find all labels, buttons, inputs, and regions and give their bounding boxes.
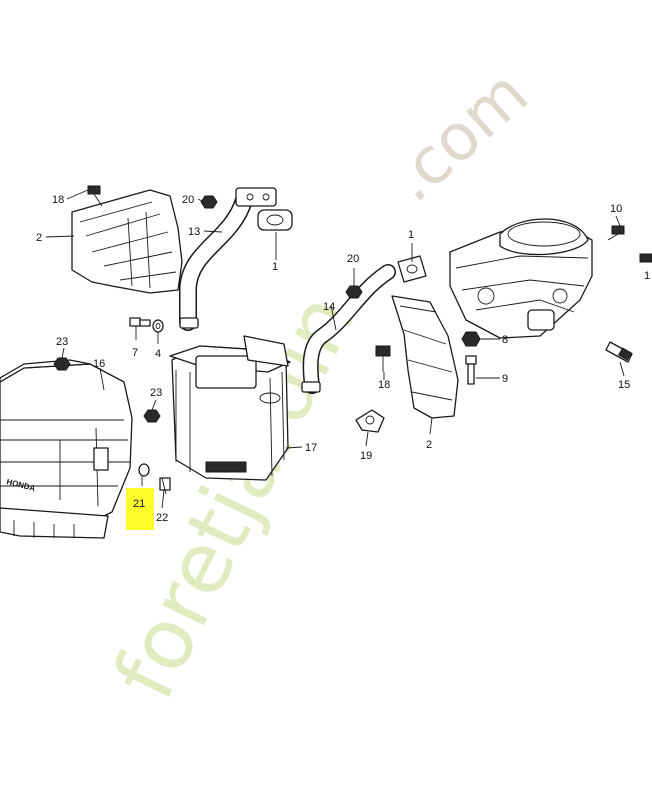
callout-14: 14 [323,301,335,313]
exhaust-pipe-14 [301,264,396,394]
callout-2-left: 2 [36,232,42,244]
callout-7: 7 [132,347,138,359]
callout-1-upper: 1 [272,261,278,273]
nut-8 [461,331,481,347]
highlight-box-21 [126,488,154,530]
bolt-10 [607,225,625,241]
callout-20-right: 20 [347,253,359,265]
callout-8: 8 [502,334,508,346]
watermark-domain: .com [376,57,542,217]
exhaust-pipe-13 [179,187,277,331]
callout-23-upper: 23 [56,336,68,348]
clamp-19 [355,409,385,433]
bolt-7 [129,317,151,327]
heat-protector-right [391,295,459,419]
callout-23-lower: 23 [150,387,162,399]
callout-2-right: 2 [426,439,432,451]
muffler-protector-16: HONDA [0,359,133,539]
bolt-18-lower [375,345,391,372]
callout-1-far-right: 1 [644,270,650,282]
bolt-far-right [639,253,652,263]
nut-23-upper [53,357,71,371]
callout-20-upper: 20 [182,194,194,206]
callout-labels: 18 2 20 13 1 20 1 10 1 14 7 4 23 16 23 1… [36,194,650,524]
leader-lines [45,189,625,509]
callout-19: 19 [360,450,372,462]
callout-18-upper: 18 [52,194,64,206]
muffler-17 [169,335,291,481]
callout-10: 10 [610,203,622,215]
gasket-1-upper [257,209,293,231]
callout-15: 15 [618,379,630,391]
callout-18-lower: 18 [378,379,390,391]
callout-9: 9 [502,373,508,385]
stud-15 [605,341,633,363]
callout-1-right: 1 [408,229,414,241]
engine-assembly [449,218,593,339]
nut-23-lower [143,409,161,423]
callout-22: 22 [156,512,168,524]
callout-13: 13 [188,226,200,238]
nut-20-upper [200,195,218,209]
bolt-22 [159,477,171,495]
washer-4 [152,319,164,333]
washer-21 [138,463,150,477]
callout-17: 17 [305,442,317,454]
heat-protector-upper-left [71,189,183,294]
callout-16: 16 [93,358,105,370]
bolt-18-upper [87,185,103,207]
callout-4: 4 [155,348,161,360]
gasket-1-right [397,255,427,283]
nut-20-right [345,285,363,299]
callout-21: 21 [133,498,145,510]
bolt-9 [465,355,477,385]
